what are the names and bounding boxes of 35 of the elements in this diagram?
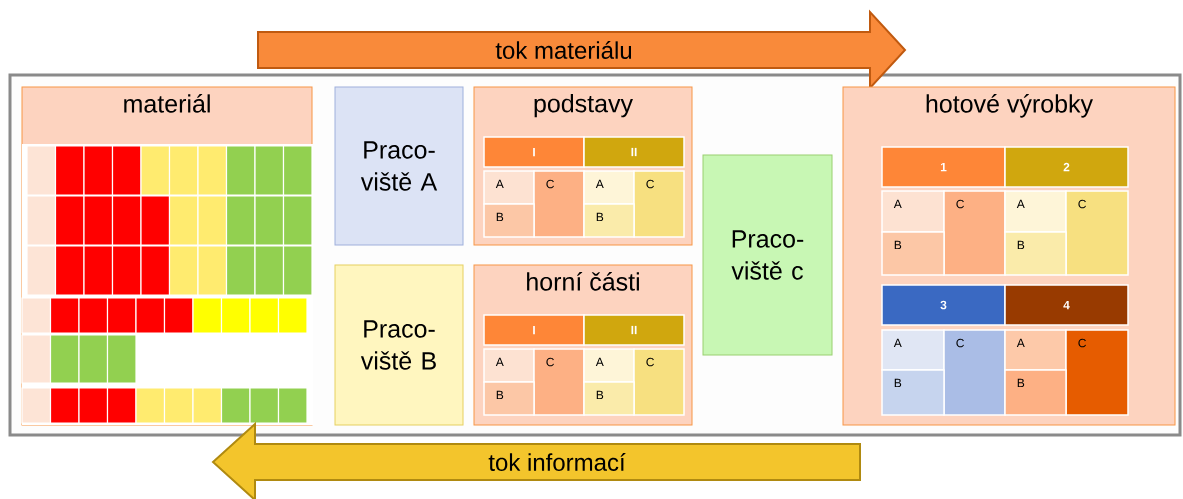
header-cell: I [483,314,585,346]
table-cell: C [533,170,585,238]
table-cell: A [1004,329,1067,371]
header-cell: 3 [881,284,1006,326]
header-cell: 1 [881,146,1006,188]
table-cell: B [483,203,535,238]
header-cell: II [583,136,685,168]
table-cell: C [633,348,685,416]
workstation-box: Praco- viště B [334,264,464,426]
workstation-box: Praco- viště c [702,154,833,356]
table-cell: A [483,348,535,383]
table-cell: B [483,381,535,416]
table-cell: C [943,190,1006,276]
table-cell: A [881,190,945,233]
table-cell: B [881,231,945,276]
table-cell: C [943,329,1006,416]
table-cell: B [881,369,945,416]
table-cell: C [1065,329,1129,416]
table-cell: B [1004,369,1067,416]
table-cell: C [633,170,685,238]
table-cell: A [583,348,635,383]
table-cell: A [483,170,535,205]
table-cell: B [1004,231,1067,276]
table-cell: C [533,348,585,416]
table-cell: B [583,203,635,238]
table-cell: B [583,381,635,416]
table-cell: A [583,170,635,205]
header-cell: II [583,314,685,346]
header-cell: 2 [1004,146,1129,188]
workstation-box: Praco- viště A [334,86,464,246]
table-cell: C [1065,190,1129,276]
header-cell: 4 [1004,284,1129,326]
header-cell: I [483,136,585,168]
table-cell: A [1004,190,1067,233]
table-cell: A [881,329,945,371]
